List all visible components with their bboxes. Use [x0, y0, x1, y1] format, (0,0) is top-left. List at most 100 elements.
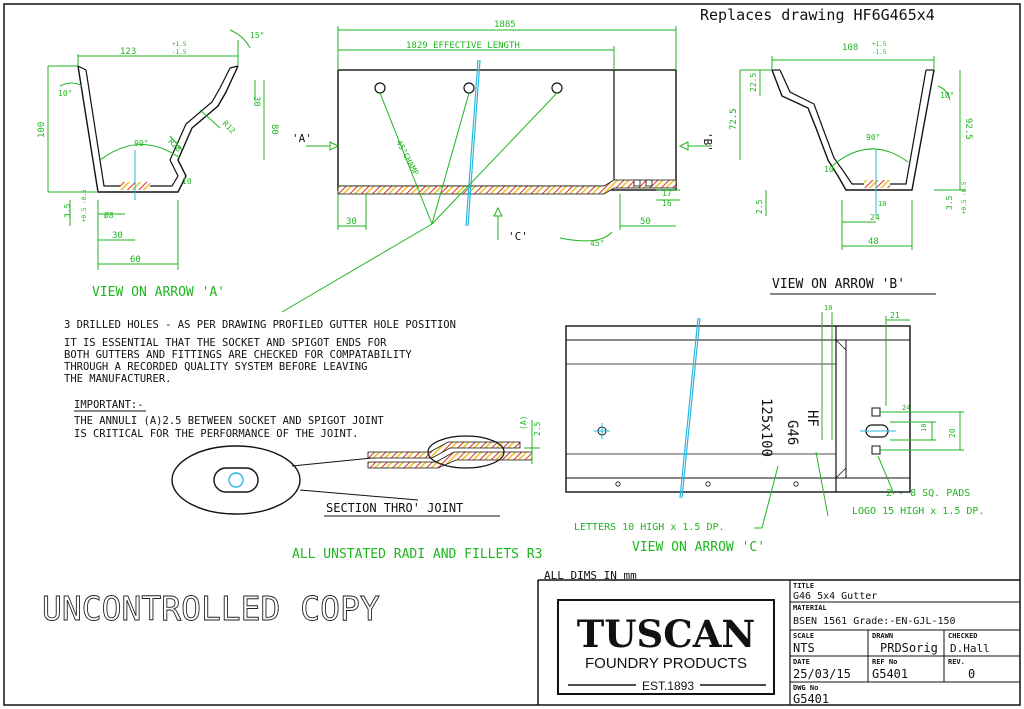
- view-c-title: VIEW ON ARROW 'C': [632, 540, 765, 555]
- dim-c-20: 20: [948, 428, 957, 438]
- arrow-b-label: 'B': [701, 132, 714, 152]
- dim-3-5: 3.5: [63, 203, 72, 218]
- dim-30: 30: [251, 96, 261, 107]
- dim-tol-plus: +1.5: [172, 41, 187, 48]
- note-sq-pads: 2 - 8 SQ. PADS: [886, 488, 970, 499]
- dim-b-90deg: 90°: [866, 133, 880, 142]
- dim-123: 123: [120, 47, 136, 57]
- note-drilled-holes: 3 DRILLED HOLES - AS PER DRAWING PROFILE…: [64, 319, 456, 331]
- dim-b-10b: 10: [878, 200, 886, 208]
- section-dim-2-5: 2.5: [533, 421, 542, 436]
- dim-108: 108: [842, 43, 858, 53]
- dim-b-3-5-tol: +0.5 -0.5: [961, 181, 968, 214]
- tb-drawn: PRDSorig: [880, 641, 938, 655]
- logo-foundry-products: FOUNDRY PRODUCTS: [585, 655, 747, 672]
- dim-48: 48: [868, 237, 879, 247]
- tb-checked: D.Hall: [950, 642, 990, 655]
- arrow-c-label: 'C': [508, 230, 528, 243]
- note-logo-size: LOGO 15 HIGH x 1.5 DP.: [852, 506, 984, 517]
- tb-date: 25/03/15: [793, 667, 851, 681]
- section-title: SECTION THRO' JOINT: [326, 501, 463, 515]
- tb-checked-label: CHECKED: [948, 632, 978, 640]
- tb-date-label: DATE: [793, 658, 810, 666]
- dim-30b: 30: [112, 231, 123, 241]
- dim-3-5-tol: +0.5 -0.5: [81, 189, 88, 222]
- view-b-title: VIEW ON ARROW 'B': [772, 277, 905, 292]
- tb-dwg: G5401: [793, 692, 829, 706]
- tb-dwg-label: DWG No: [793, 684, 818, 692]
- note-important-1: THE ANNULI (A)2.5 BETWEEN SOCKET AND SPI…: [74, 415, 384, 427]
- dim-17: 17: [662, 189, 672, 198]
- view-a-section: [47, 29, 265, 270]
- dim-1885: 1885: [494, 20, 516, 30]
- tb-title-label: TITLE: [793, 582, 814, 590]
- dim-dia8: Ø8: [104, 210, 114, 220]
- view-b-section: [739, 56, 966, 250]
- cast-logo-hf: HF: [804, 410, 820, 427]
- cast-mark-g46: G46: [784, 420, 800, 445]
- dim-c-10b: 10: [920, 424, 928, 432]
- dim-2-5: 2.5: [755, 199, 764, 214]
- dim-60: 60: [130, 255, 141, 265]
- dim-b-tol-plus: +1.5: [872, 41, 887, 48]
- note-all-dims: ALL DIMS IN mm: [544, 569, 637, 582]
- dim-45-chamfer: 45°CHAMF: [394, 139, 420, 177]
- tb-drawn-label: DRAWN: [872, 632, 893, 640]
- dim-c-24: 24: [902, 404, 910, 412]
- section-annulus-a: (A): [519, 416, 528, 430]
- dim-72-5: 72.5: [729, 108, 739, 130]
- note-important-title: IMPORTANT:-: [74, 399, 144, 411]
- note-essential-4: THE MANUFACTURER.: [64, 373, 171, 385]
- sheet-border: [3, 3, 1021, 706]
- tb-scale-label: SCALE: [793, 632, 814, 640]
- dim-90deg: 90°: [134, 139, 148, 148]
- note-essential-3: THROUGH A RECORDED QUALITY SYSTEM BEFORE…: [64, 361, 367, 373]
- dim-b-3-5: 3.5: [945, 195, 954, 210]
- dim-r12: R12: [221, 119, 238, 136]
- replaces-drawing: Replaces drawing HF6G465x4: [700, 6, 935, 24]
- dim-80: 80: [269, 124, 279, 135]
- dim-c-21: 21: [890, 311, 900, 320]
- dim-45deg: 45°: [590, 239, 604, 248]
- dim-15deg: 15°: [250, 31, 264, 40]
- dim-16: 16: [662, 199, 672, 208]
- note-essential-2: BOTH GUTTERS AND FITTINGS ARE CHECKED FO…: [64, 349, 412, 361]
- dim-10: 10: [182, 177, 192, 186]
- tb-ref-label: REF No: [872, 658, 897, 666]
- tb-rev-label: REV.: [948, 658, 965, 666]
- note-letters-size: LETTERS 10 HIGH x 1.5 DP.: [574, 522, 725, 533]
- logo-established: EST.1893: [642, 679, 694, 693]
- dim-effective-length: 1829 EFFECTIVE LENGTH: [406, 41, 520, 51]
- tb-title: G46 5x4 Gutter: [793, 591, 877, 602]
- dim-b-10deg: 10°: [940, 91, 954, 100]
- view-a-title: VIEW ON ARROW 'A': [92, 285, 225, 300]
- note-radii: ALL UNSTATED RADI AND FILLETS R3: [292, 547, 542, 562]
- tb-ref: G5401: [872, 667, 908, 681]
- dim-30-end: 30: [346, 217, 357, 227]
- dim-50: 50: [640, 217, 651, 227]
- view-c-underside: [565, 312, 964, 529]
- main-side-view: [281, 26, 712, 313]
- note-essential-1: IT IS ESSENTIAL THAT THE SOCKET AND SPIG…: [64, 337, 387, 349]
- title-block: [537, 579, 1020, 705]
- cast-size-125x100: 125x100: [758, 398, 774, 457]
- dim-tol-minus: -1.5: [172, 49, 187, 56]
- uncontrolled-copy-watermark: UNCONTROLLED COPY: [42, 589, 380, 628]
- logo-tuscan: TUSCAN: [577, 612, 756, 656]
- tb-material: BSEN 1561 Grade:-EN-GJL-150: [793, 616, 956, 627]
- arrow-a-label: 'A': [292, 132, 312, 145]
- dim-24: 24: [870, 213, 880, 222]
- dim-100: 100: [37, 122, 47, 138]
- note-important-2: IS CRITICAL FOR THE PERFORMANCE OF THE J…: [74, 428, 358, 440]
- dim-b-tol-minus: -1.5: [872, 49, 887, 56]
- dim-92-5: 92.5: [963, 118, 973, 140]
- dim-b-10: 10: [824, 165, 834, 174]
- tb-scale: NTS: [793, 641, 815, 655]
- joint-section: [171, 420, 540, 515]
- tb-rev: 0: [968, 667, 975, 681]
- dim-22-5: 22.5: [749, 73, 758, 92]
- dim-10deg: 10°: [58, 89, 72, 98]
- tb-material-label: MATERIAL: [793, 604, 827, 612]
